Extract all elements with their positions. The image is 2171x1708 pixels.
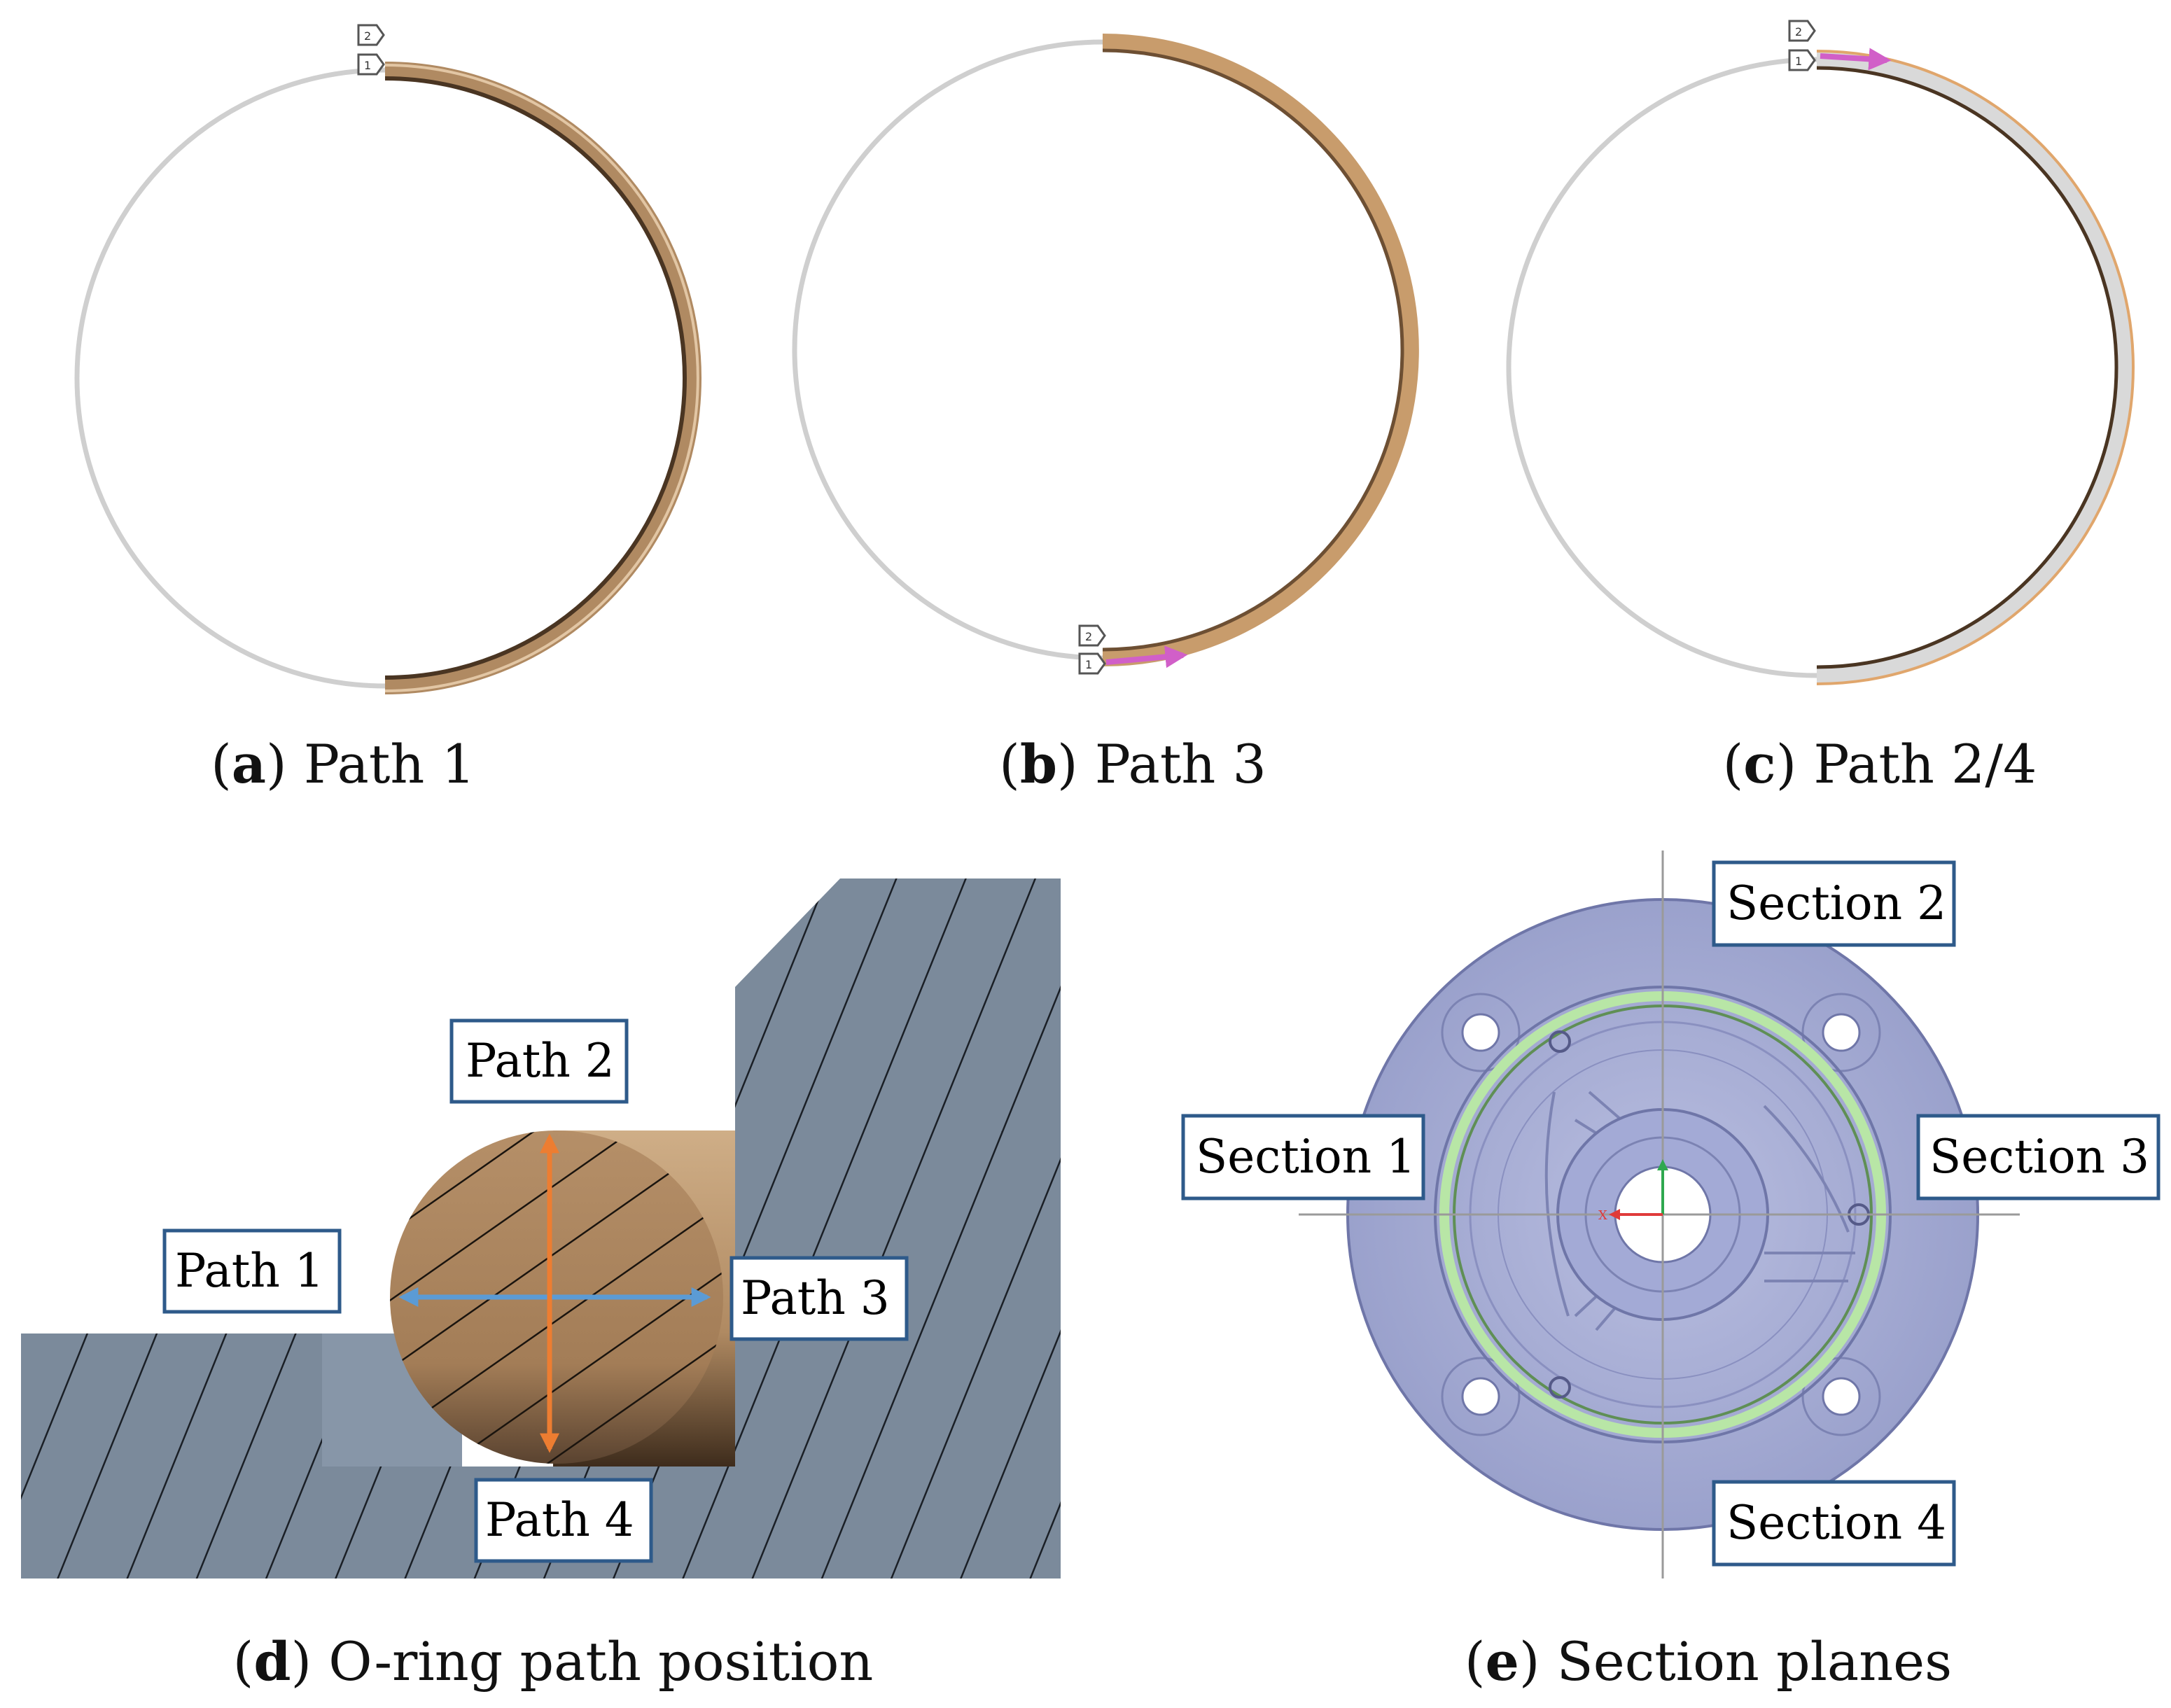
label-section-4: Section 4	[1712, 1480, 1956, 1567]
oring-half-c-inner	[1816, 66, 2118, 669]
svg-text:Path 4: Path 4	[485, 1493, 634, 1547]
svg-text:Path 1: Path 1	[175, 1244, 324, 1298]
path-markers-c: 2 1	[1788, 20, 1816, 71]
label-path-4: Path 4	[474, 1478, 653, 1563]
bolt-hole	[1461, 1377, 1500, 1416]
pin-hole	[1549, 1376, 1571, 1399]
panel-b: 2 1 (b) Path 3	[792, 34, 1419, 795]
oring-half-c-outer	[1816, 50, 2135, 685]
marker-label-1: 1	[1795, 55, 1802, 68]
bolt-boss	[1441, 1357, 1521, 1436]
svg-text:Path 3: Path 3	[741, 1271, 890, 1325]
caption-a: (a) Path 1	[211, 733, 475, 795]
bolt-boss	[1441, 993, 1521, 1072]
oring-half-b-edge	[1102, 48, 1404, 652]
svg-text:Section 1: Section 1	[1196, 1130, 1416, 1184]
panel-a: 2 1 (a) Path 1	[74, 24, 701, 795]
marker-label-1: 1	[1085, 658, 1092, 671]
bolt-hole	[1822, 1377, 1861, 1416]
caption-e: (e) Section planes	[1465, 1630, 1952, 1693]
oring-half-a-edge	[384, 76, 687, 680]
highlight-arrow-c	[1820, 48, 1892, 71]
bolt-boss	[1801, 1357, 1881, 1436]
path-markers-b: 2 1	[1078, 624, 1106, 675]
oring-half-a	[384, 62, 701, 694]
bolt-boss	[1801, 993, 1881, 1072]
axis-x-label: X	[1598, 1208, 1607, 1223]
pin-hole	[1549, 1030, 1571, 1053]
path-markers-a: 2 1	[357, 24, 385, 76]
steel-housing	[21, 878, 1061, 1578]
svg-text:Section 2: Section 2	[1726, 876, 1946, 930]
highlight-arrow-b	[1105, 645, 1188, 668]
panel-e: X Section 2 Section 1 Section 3 Section …	[1181, 850, 2160, 1693]
label-section-3: Section 3	[1916, 1114, 2160, 1200]
marker-label-2: 2	[1085, 630, 1092, 643]
marker-flag-2	[1078, 624, 1106, 647]
bolt-hole	[1461, 1013, 1500, 1052]
marker-flag-2	[357, 24, 385, 46]
label-path-2: Path 2	[449, 1018, 629, 1104]
marker-label-2: 2	[1795, 25, 1802, 38]
marker-label-2: 2	[364, 29, 371, 43]
caption-c: (c) Path 2/4	[1723, 733, 2037, 795]
axis-y-arrowhead-icon	[1657, 1159, 1668, 1170]
axis-x-arrowhead-icon	[1609, 1209, 1620, 1220]
panel-c: 2 1 (c) Path 2/4	[1506, 20, 2135, 795]
marker-flag-1	[1078, 652, 1106, 675]
label-section-2: Section 2	[1712, 860, 1956, 947]
label-section-1: Section 1	[1181, 1114, 1425, 1200]
marker-flag-2	[1788, 20, 1816, 42]
marker-flag-1	[357, 53, 385, 76]
marker-flag-1	[1788, 49, 1816, 71]
bolt-hole	[1822, 1013, 1861, 1052]
label-path-3: Path 3	[730, 1256, 909, 1341]
caption-b: (b) Path 3	[999, 733, 1266, 795]
panel-d: Path 2 Path 1 Path 3 Path 4 (d) O-ring p…	[21, 878, 1061, 1693]
svg-text:Section 4: Section 4	[1726, 1496, 1946, 1550]
svg-text:Path 2: Path 2	[466, 1034, 615, 1088]
label-path-1: Path 1	[162, 1228, 342, 1314]
svg-text:Section 3: Section 3	[1929, 1130, 2149, 1184]
oring-half-c	[1816, 51, 2133, 684]
marker-label-1: 1	[364, 59, 371, 72]
oring-half-a-highlight	[384, 64, 699, 692]
oring-half-b	[1102, 34, 1419, 666]
caption-d: (d) O-ring path position	[233, 1630, 874, 1693]
